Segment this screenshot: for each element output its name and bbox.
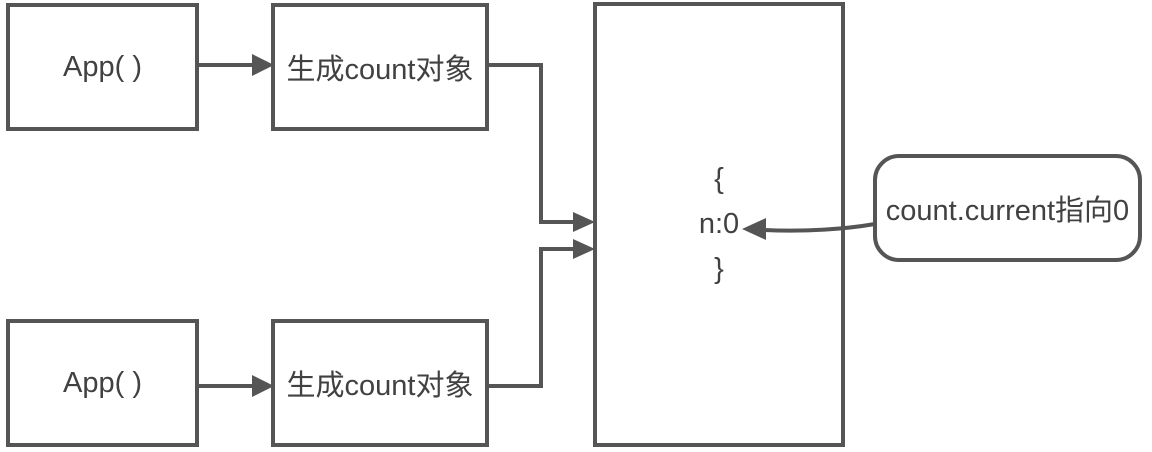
- node-note-label: count.current指向0: [885, 195, 1130, 227]
- node-generate-count-bottom: 生成count对象: [271, 319, 489, 447]
- node-app-bottom-label: App( ): [63, 366, 142, 399]
- arrow-gen-bottom-to-count-object: [487, 239, 595, 388]
- node-count-object-store: { n:0 }: [593, 2, 845, 447]
- node-note-count-current: count.current指向0: [873, 154, 1142, 262]
- count-object-open-brace: {: [714, 163, 724, 195]
- arrow-app-bottom-to-gen-bottom: [198, 375, 274, 397]
- node-app-top: App( ): [6, 3, 199, 131]
- node-generate-count-top-label: 生成count对象: [286, 54, 474, 86]
- count-object-n-value: n:0: [698, 208, 740, 240]
- count-object-close-brace: }: [714, 253, 724, 285]
- node-app-top-label: App( ): [63, 50, 142, 83]
- arrow-gen-top-to-count-object: [487, 63, 595, 232]
- node-app-bottom: App( ): [6, 319, 199, 447]
- node-generate-count-top: 生成count对象: [271, 3, 489, 131]
- node-generate-count-bottom-label: 生成count对象: [286, 370, 474, 402]
- arrow-app-top-to-gen-top: [198, 54, 274, 76]
